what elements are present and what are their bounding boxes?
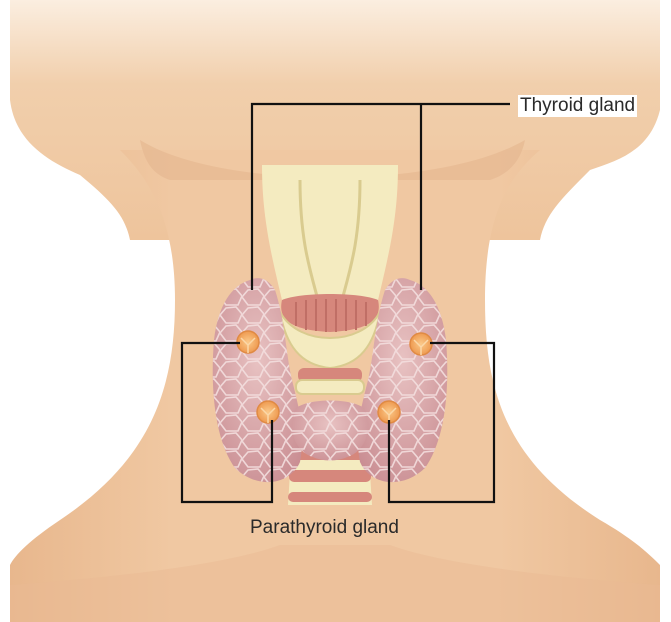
thyroid-gland-label: Thyroid gland [518, 95, 637, 117]
trachea-ring-5 [288, 492, 372, 502]
parathyroid-lower-left [257, 401, 279, 423]
parathyroid-lower-right [378, 401, 400, 423]
parathyroid-gland-label: Parathyroid gland [248, 517, 401, 539]
trachea-ring-4 [289, 470, 371, 482]
trachea-ring-2 [296, 380, 364, 394]
parathyroid-upper-left [237, 331, 259, 353]
parathyroid-upper-right [410, 333, 432, 355]
thyroid-cartilage [262, 165, 398, 300]
